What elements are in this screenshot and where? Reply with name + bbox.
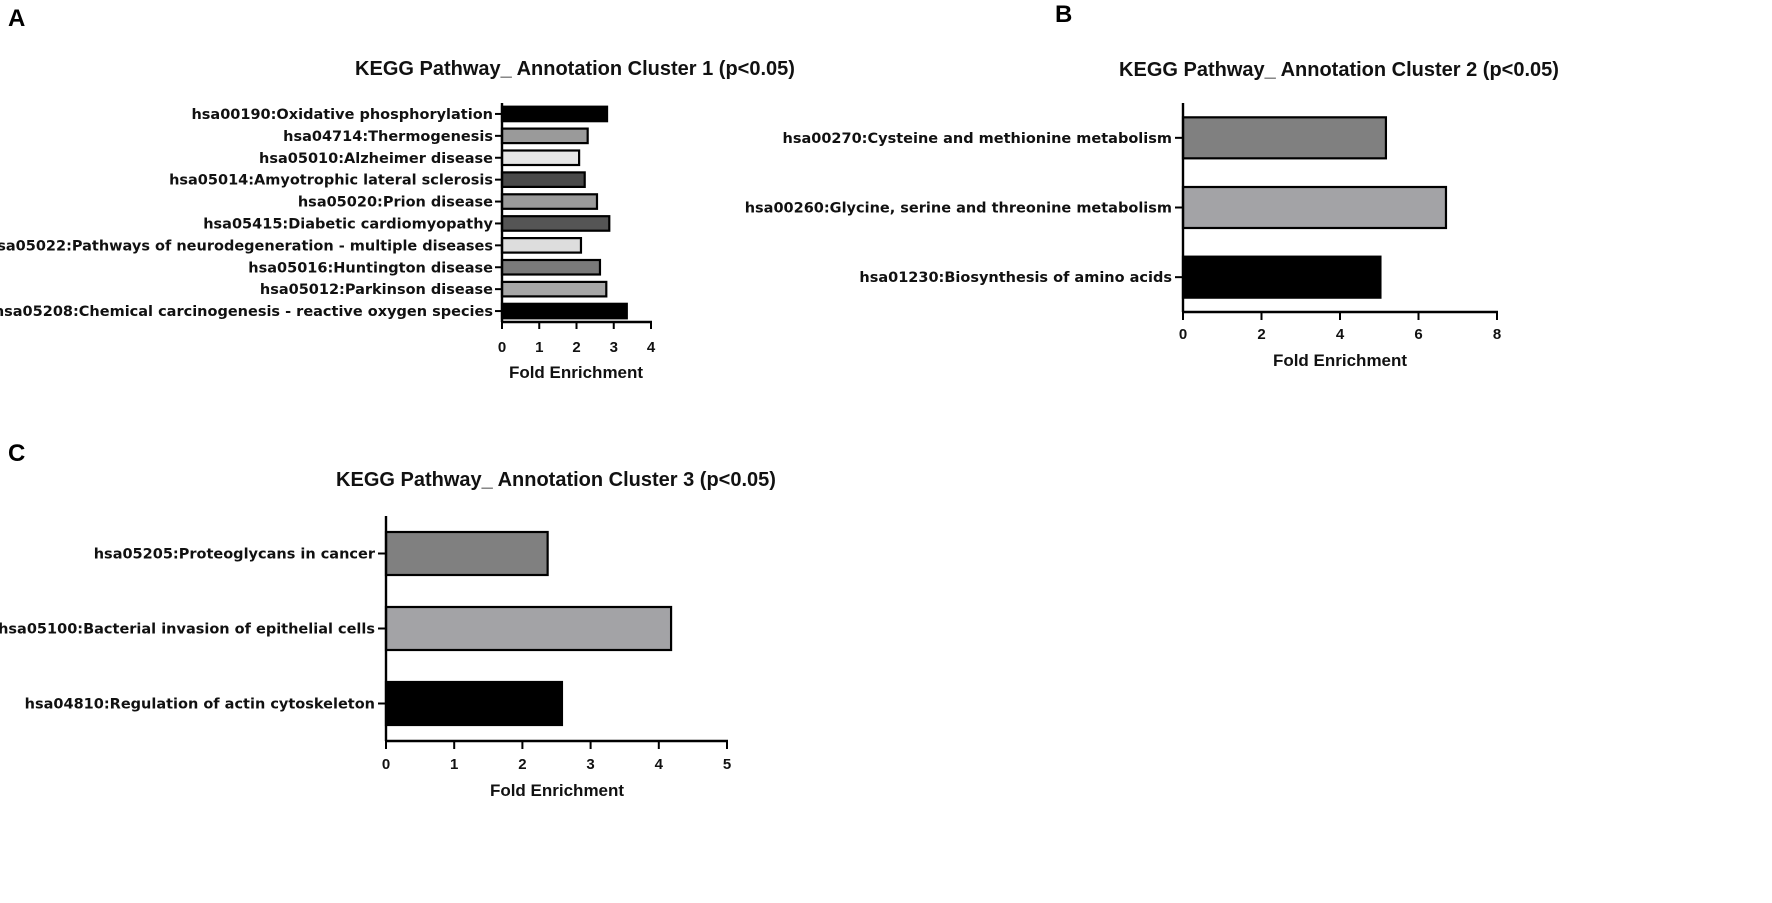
- panel-letter-b: B: [1055, 1, 1072, 28]
- category-label-a-8: hsa05016:Huntington disease: [248, 260, 493, 276]
- category-label-b-1: hsa00270:Cysteine and methionine metabol…: [783, 131, 1173, 147]
- category-label-b-2: hsa00260:Glycine, serine and threonine m…: [745, 201, 1172, 217]
- panel-letter-a: A: [8, 5, 25, 32]
- x-tick-label-a-4: 3: [610, 339, 618, 356]
- bar-a-6: [500, 215, 611, 232]
- bar-a-2: [500, 127, 589, 145]
- plot-area-a: hsa00190:Oxidative phosphorylation hsa047…: [0, 103, 656, 356]
- x-axis-title-c: Fold Enrichment: [490, 781, 624, 800]
- bar-a-4: [500, 171, 586, 188]
- chart-title-c: KEGG Pathway_ Annotation Cluster 3 (p<0.…: [336, 469, 776, 491]
- bar-a-9: [500, 280, 608, 298]
- x-tick-label-c-4: 3: [586, 756, 594, 773]
- x-tick-label-c-5: 4: [655, 756, 664, 773]
- category-label-a-7: hsa05022:Pathways of neurodegeneration -…: [0, 238, 493, 254]
- category-label-a-5: hsa05020:Prion disease: [298, 195, 493, 211]
- x-tick-label-c-6: 5: [723, 756, 731, 773]
- category-label-a-9: hsa05012:Parkinson disease: [260, 282, 493, 298]
- bar-a-10: [500, 302, 628, 320]
- panel-c: C KEGG Pathway_ Annotation Cluster 3 (p<…: [0, 440, 776, 800]
- x-axis-title-a: Fold Enrichment: [509, 363, 643, 382]
- x-tick-label-b-4: 6: [1414, 326, 1422, 343]
- bar-a-5: [500, 193, 599, 210]
- x-tick-label-b-5: 8: [1493, 326, 1501, 343]
- x-tick-label-a-5: 4: [647, 339, 656, 356]
- x-tick-label-a-2: 1: [535, 339, 543, 356]
- x-tick-label-a-3: 2: [572, 339, 580, 356]
- category-label-a-4: hsa05014:Amyotrophic lateral sclerosis: [169, 173, 493, 189]
- plot-area-c: hsa05205:Proteoglycans in cancer hsa05100…: [0, 516, 731, 773]
- bar-c-2: [384, 605, 673, 652]
- bar-c-3: [384, 680, 564, 727]
- bar-a-3: [500, 149, 581, 167]
- bar-c-1: [384, 530, 549, 577]
- x-axis-title-b: Fold Enrichment: [1273, 351, 1407, 370]
- bar-b-2: [1181, 185, 1448, 230]
- category-label-a-3: hsa05010:Alzheimer disease: [259, 151, 493, 167]
- panel-letter-c: C: [8, 440, 25, 467]
- x-tick-label-b-2: 2: [1257, 326, 1265, 343]
- category-label-b-3: hsa01230:Biosynthesis of amino acids: [859, 270, 1172, 286]
- bar-a-8: [500, 258, 602, 276]
- bar-a-7: [500, 237, 583, 254]
- chart-title-a: KEGG Pathway_ Annotation Cluster 1 (p<0.…: [355, 58, 795, 80]
- category-label-a-2: hsa04714:Thermogenesis: [283, 129, 493, 145]
- panel-a: A KEGG Pathway_ Annotation Cluster 1 (p<…: [0, 5, 795, 382]
- category-label-a-10: hsa05208:Chemical carcinogenesis - react…: [0, 304, 493, 320]
- category-label-a-6: hsa05415:Diabetic cardiomyopathy: [203, 216, 493, 232]
- bar-a-1: [500, 105, 609, 123]
- category-label-c-2: hsa05100:Bacterial invasion of epithelia…: [0, 622, 375, 638]
- category-label-c-3: hsa04810:Regulation of actin cytoskeleto…: [25, 697, 375, 713]
- x-tick-label-c-2: 1: [450, 756, 458, 773]
- x-tick-label-a-1: 0: [498, 339, 506, 356]
- plot-area-b: hsa00270:Cysteine and methionine metabol…: [745, 103, 1501, 343]
- x-tick-label-b-1: 0: [1179, 326, 1187, 343]
- x-tick-label-b-3: 4: [1336, 326, 1345, 343]
- category-label-c-1: hsa05205:Proteoglycans in cancer: [94, 547, 376, 563]
- bar-b-1: [1181, 116, 1388, 160]
- panel-b: B KEGG Pathway_ Annotation Cluster 2 (p<…: [745, 1, 1559, 370]
- category-label-a-1: hsa00190:Oxidative phosphorylation: [191, 107, 493, 123]
- bar-b-3: [1181, 255, 1382, 299]
- x-tick-label-c-3: 2: [518, 756, 526, 773]
- chart-title-b: KEGG Pathway_ Annotation Cluster 2 (p<0.…: [1119, 59, 1559, 81]
- x-tick-label-c-1: 0: [382, 756, 390, 773]
